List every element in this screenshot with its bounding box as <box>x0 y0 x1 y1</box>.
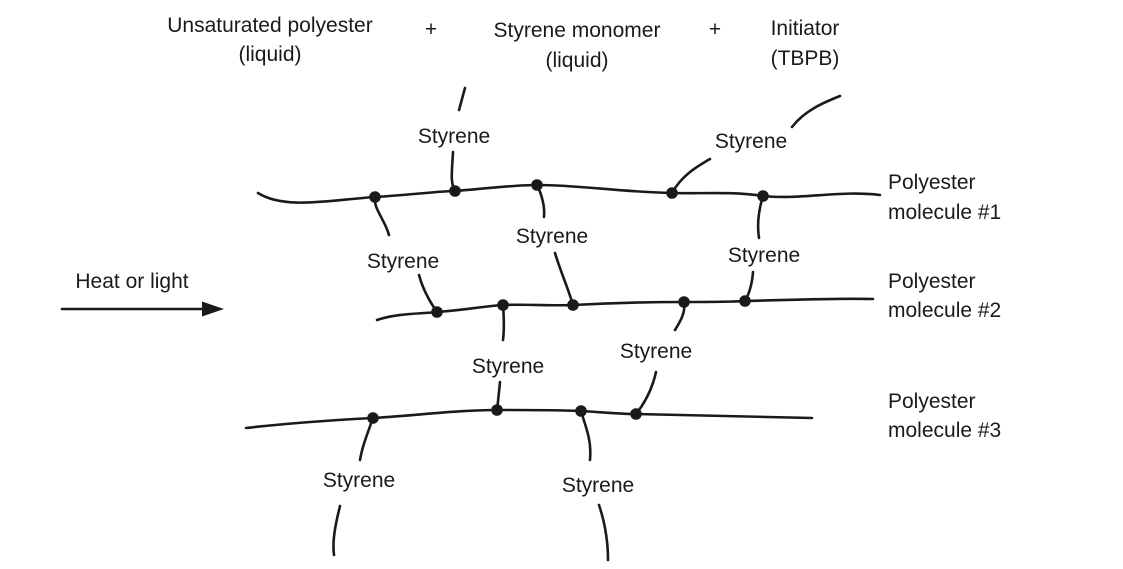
junction-dot <box>367 412 379 424</box>
reactant-1-name: Unsaturated polyester <box>167 14 372 37</box>
styrene-tail-bottom-right <box>597 503 610 562</box>
junction-dot <box>757 190 769 202</box>
polyester-chain-1 <box>256 183 882 204</box>
junction-dot <box>497 299 509 311</box>
styrene-bridge-a-lower <box>417 273 439 314</box>
styrene-label: Styrene <box>418 125 490 148</box>
styrene-label: Styrene <box>472 355 544 378</box>
chain-3-label-line2: molecule #3 <box>888 419 1001 442</box>
chain-2-label-line2: molecule #2 <box>888 299 1001 322</box>
reactant-2-name: Styrene monomer <box>494 19 661 42</box>
styrene-bond-1a <box>450 150 457 193</box>
junction-dot <box>491 404 503 416</box>
junction-dot <box>666 187 678 199</box>
styrene-bond-1b <box>670 157 712 195</box>
styrene-bridge-c <box>756 194 765 240</box>
polyester-chain-2 <box>375 297 875 322</box>
junction-dot <box>449 185 461 197</box>
junction-dot <box>369 191 381 203</box>
plus-sign-2: + <box>709 18 721 41</box>
reactant-3-name: Initiator <box>771 17 840 40</box>
plus-sign-1: + <box>425 18 437 41</box>
junction-dot <box>531 179 543 191</box>
styrene-bridge-e-lower <box>634 370 658 416</box>
styrene-label: Styrene <box>516 225 588 248</box>
junction-dot <box>678 296 690 308</box>
polyester-chain-3 <box>244 408 814 430</box>
junction-dot <box>739 295 751 307</box>
styrene-tail-bottom-left <box>332 504 342 557</box>
styrene-label: Styrene <box>323 469 395 492</box>
styrene-label: Styrene <box>728 244 800 267</box>
junction-dot <box>567 299 579 311</box>
styrene-tail-top-right <box>790 94 842 129</box>
junction-dot <box>575 405 587 417</box>
chain-3-label-line1: Polyester <box>888 390 976 413</box>
styrene-label: Styrene <box>562 474 634 497</box>
reactant-2-state: (liquid) <box>545 49 608 72</box>
styrene-bridge-a <box>373 195 391 237</box>
chain-1-label-line2: molecule #1 <box>888 201 1001 224</box>
chain-1-label-line1: Polyester <box>888 171 976 194</box>
styrene-tail-top-left <box>457 86 467 112</box>
junction-dot <box>630 408 642 420</box>
styrene-label: Styrene <box>367 250 439 273</box>
styrene-bond-3b <box>579 409 592 462</box>
chain-2-label-line1: Polyester <box>888 270 976 293</box>
styrene-label: Styrene <box>620 340 692 363</box>
styrene-bridge-b-lower <box>553 251 575 307</box>
reaction-arrow-head <box>202 301 224 317</box>
junction-dot <box>431 306 443 318</box>
reactant-3-state: (TBPB) <box>771 47 840 70</box>
styrene-label: Styrene <box>715 130 787 153</box>
styrene-bond-3a <box>358 416 375 462</box>
condition-label: Heat or light <box>75 270 188 293</box>
reactant-1-state: (liquid) <box>238 43 301 66</box>
